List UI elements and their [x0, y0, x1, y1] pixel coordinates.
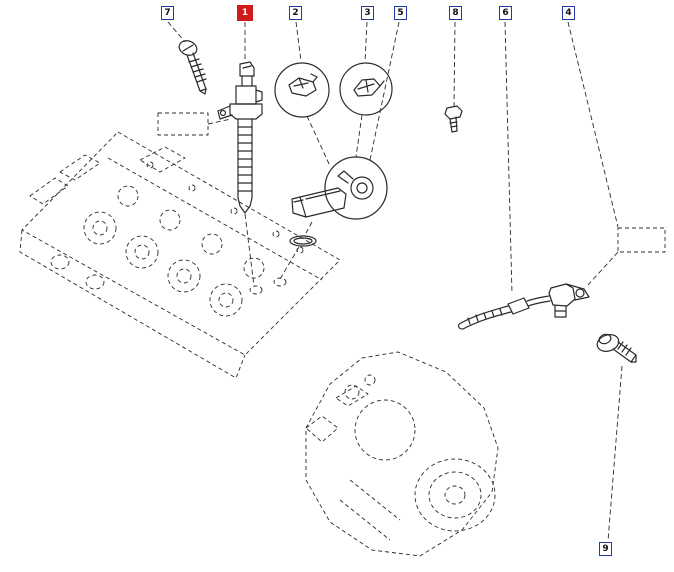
part-oring-drawing [289, 235, 317, 247]
leader-lines [167, 21, 623, 542]
part-5-sensor-drawing [291, 156, 388, 220]
callout-4[interactable]: 4 [562, 6, 575, 20]
part-7-screw-drawing [178, 40, 207, 95]
detail-box-left [157, 112, 209, 136]
part-9-bolt-drawing [596, 333, 637, 363]
part-3-clip-drawing [339, 62, 393, 116]
callout-5[interactable]: 5 [394, 6, 407, 20]
part-8-bolt-drawing [444, 105, 463, 133]
detail-box-right [617, 227, 666, 253]
gearbox-drawing [305, 351, 499, 557]
callout-9[interactable]: 9 [599, 542, 612, 556]
part-1-sensor-drawing [217, 61, 263, 214]
callout-1-selected[interactable]: 1 [237, 5, 253, 21]
callout-7[interactable]: 7 [161, 6, 174, 20]
callout-8[interactable]: 8 [449, 6, 462, 20]
callout-3[interactable]: 3 [361, 6, 374, 20]
callout-6[interactable]: 6 [499, 6, 512, 20]
engine-block-drawing [19, 131, 341, 379]
part-6-sensor-drawing [457, 283, 590, 330]
part-2-clip-drawing [274, 62, 330, 118]
callout-2[interactable]: 2 [289, 6, 302, 20]
